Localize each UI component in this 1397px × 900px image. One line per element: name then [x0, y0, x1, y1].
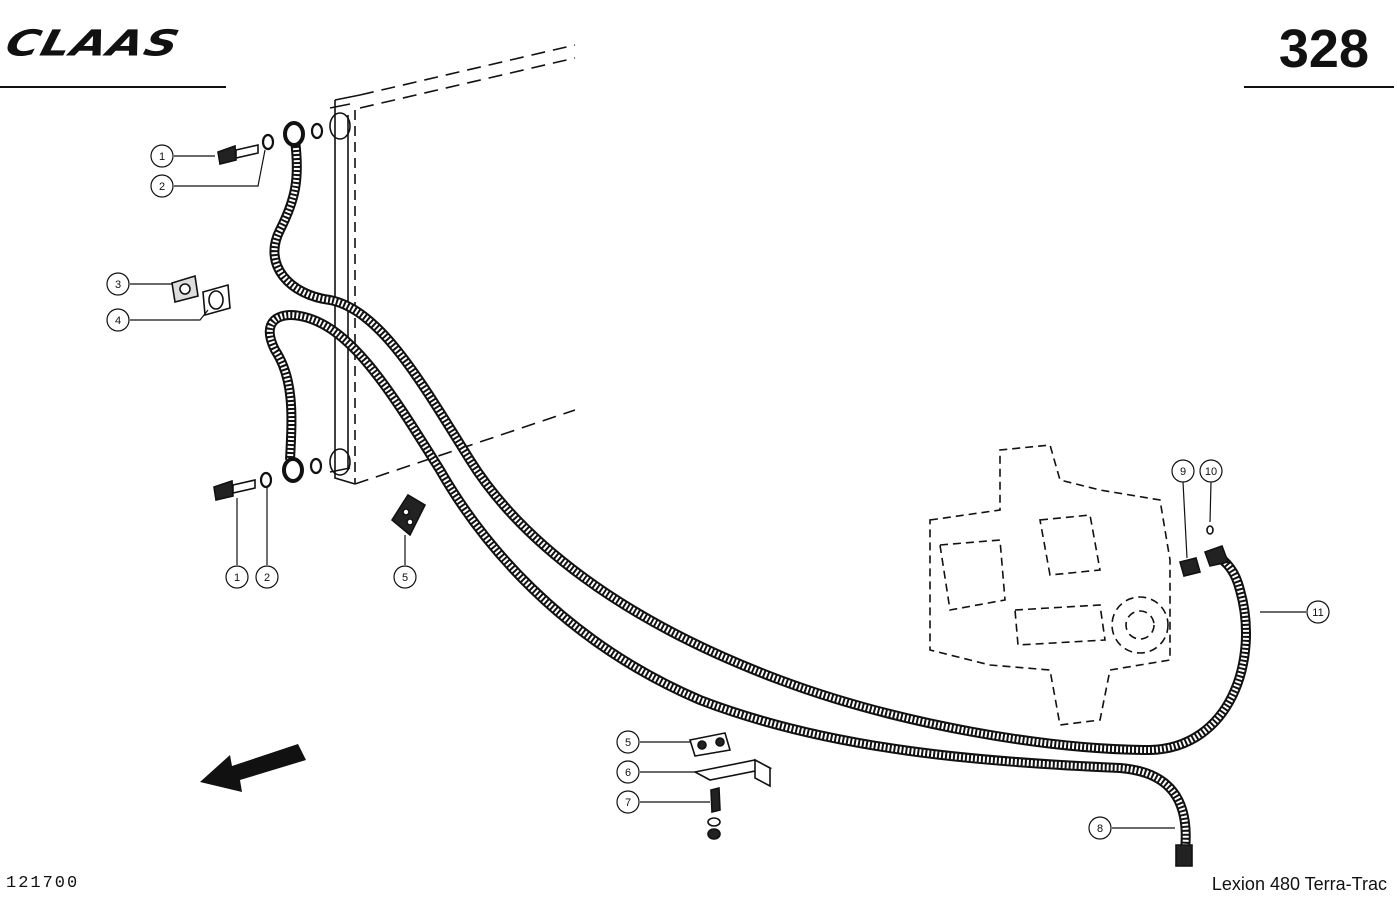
callout-5-upper: 5: [402, 572, 408, 584]
hose-end-fitting: [1175, 844, 1193, 867]
callout-5-bottom: 5: [625, 737, 631, 749]
callout-2-bottom: 2: [264, 572, 270, 584]
clamp-block-upper: [390, 493, 427, 537]
lower-fittings: [213, 457, 323, 501]
direction-arrow: [200, 744, 306, 792]
machine-model: Lexion 480 Terra-Trac: [1211, 874, 1387, 894]
hose-upper: [269, 139, 1251, 756]
callout-10: 10: [1205, 466, 1217, 478]
callout-11: 11: [1312, 607, 1323, 619]
pump-fittings: [1179, 525, 1230, 577]
callout-circle-9: [1171, 459, 1195, 483]
callout-8: 8: [1097, 823, 1103, 835]
callout-circle-2-bottom: [255, 565, 279, 589]
callout-circle-4: [106, 308, 130, 332]
document-number: 121700: [6, 874, 80, 893]
callout-circle-5-upper: [393, 565, 417, 589]
callout-circle-2-top: [150, 174, 174, 198]
pump-body: [929, 444, 1171, 726]
callout-1-top: 1: [159, 151, 165, 163]
cooler-outline: [329, 44, 576, 485]
callout-9: 9: [1180, 466, 1186, 478]
upper-fittings: [217, 121, 324, 165]
callout-circle-5-bottom: [616, 730, 640, 754]
bottom-bracket: [688, 732, 773, 840]
header-rule-right: [1244, 86, 1394, 88]
hose-lower: [264, 310, 1191, 851]
callout-circle-3: [106, 272, 130, 296]
header-rule-left: [0, 86, 226, 88]
callout-circle-11: [1306, 600, 1330, 624]
callout-3: 3: [115, 279, 121, 291]
callout-circle-1-top: [150, 144, 174, 168]
callout-circle-6: [616, 760, 640, 784]
callout-2-top: 2: [159, 181, 165, 193]
callout-4: 4: [115, 315, 121, 327]
callout-circle-8: [1088, 816, 1112, 840]
callout-6: 6: [625, 767, 631, 779]
gaskets: [171, 274, 231, 317]
callout-circle-10: [1199, 459, 1223, 483]
callout-circle-7: [616, 790, 640, 814]
callout-circle-1-bottom: [225, 565, 249, 589]
callout-1-bottom: 1: [234, 572, 240, 584]
callout-7: 7: [625, 797, 631, 809]
page-number: 328: [1278, 19, 1369, 79]
